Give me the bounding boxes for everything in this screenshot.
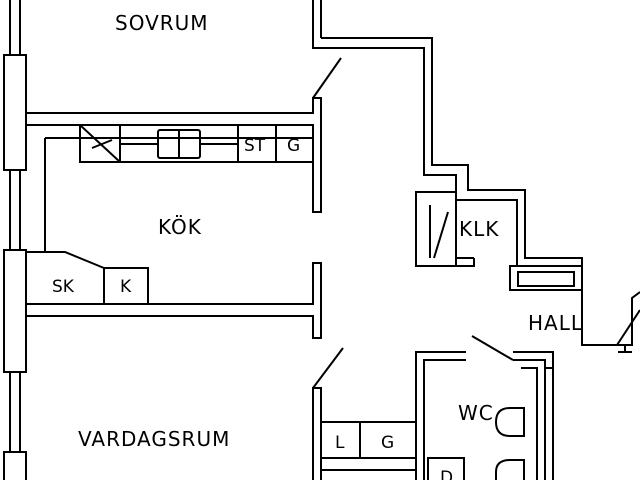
kitchen-top-wall [26,57,342,213]
room-label-closet: KLK [459,217,499,241]
room-label-kitchen: KÖK [158,215,202,239]
room-label-bedroom: SOVRUM [115,11,209,35]
room-label-hall: HALL [528,311,583,335]
fixture-label-k: K [120,277,132,297]
fixture-label-sk: SK [52,277,75,297]
corridor-walls [313,37,625,346]
fixture-label-g2: G [381,433,394,453]
wc-fixtures [494,407,525,480]
room-label-living: VARDAGSRUM [78,427,230,451]
fixture-label-stove: ST [244,136,266,156]
fixture-label-l: L [335,433,345,453]
bedroom-right-wall [312,0,322,49]
room-label-wc: WC [458,401,494,425]
kitchen-counter-bottom [26,251,322,339]
kitchen-counter-top [44,124,314,252]
outer-wall-left [3,0,27,480]
hall-entry [616,291,640,353]
fixture-label-kitchen-g: G [287,136,300,156]
wc-walls [415,335,554,480]
living-right-wall [312,347,417,480]
fixture-label-d: D [440,468,453,480]
